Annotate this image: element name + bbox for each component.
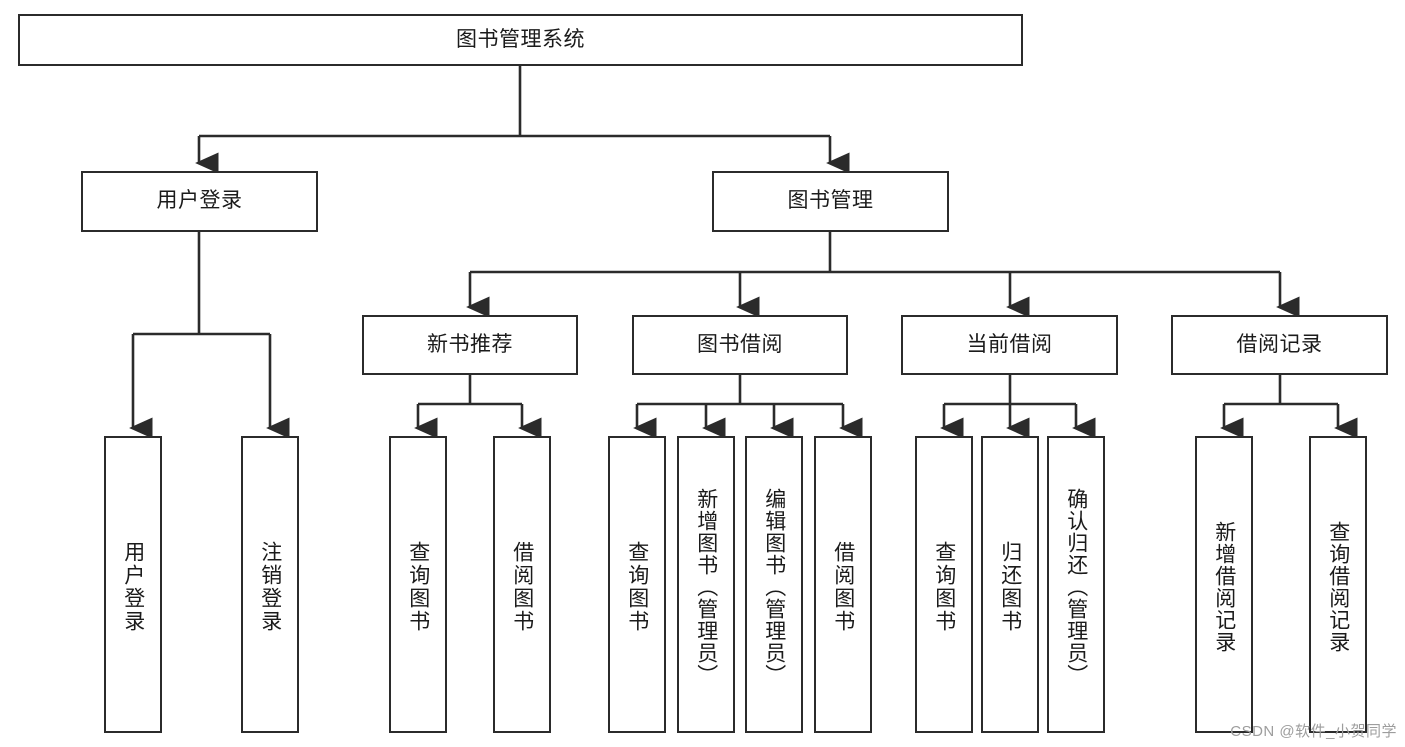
node-borrow-record-label: 借阅记录	[1236, 332, 1323, 356]
node-new-book-recommend[interactable]: 新书推荐	[362, 315, 578, 375]
leaf-bb-query-book-label: 查询图书	[625, 540, 649, 633]
leaf-bb-borrow-book-label: 借阅图书	[831, 540, 855, 633]
leaf-nb-borrow-book[interactable]: 借阅图书	[493, 436, 551, 733]
node-borrow-record[interactable]: 借阅记录	[1171, 315, 1388, 375]
leaf-bb-borrow-book[interactable]: 借阅图书	[814, 436, 872, 733]
leaf-user-login-label: 用户登录	[121, 540, 145, 633]
leaf-br-add-record-label: 新增借阅记录	[1212, 520, 1236, 653]
watermark-text: CSDN @软件_小贺同学	[1230, 723, 1397, 740]
leaf-logout-label: 注销登录	[258, 540, 282, 633]
leaf-bb-query-book[interactable]: 查询图书	[608, 436, 666, 733]
leaf-cb-return-book[interactable]: 归还图书	[981, 436, 1039, 733]
leaf-nb-query-book[interactable]: 查询图书	[389, 436, 447, 733]
node-user-login-label: 用户登录	[156, 189, 243, 213]
leaf-br-query-record-label: 查询借阅记录	[1326, 520, 1350, 653]
leaf-cb-query-book[interactable]: 查询图书	[915, 436, 973, 733]
leaf-cb-return-book-label: 归还图书	[998, 540, 1022, 633]
leaf-bb-add-book[interactable]: 新增图书（管理员）	[677, 436, 735, 733]
leaf-nb-borrow-book-label: 借阅图书	[510, 540, 534, 633]
leaf-br-query-record[interactable]: 查询借阅记录	[1309, 436, 1367, 733]
node-current-borrow-label: 当前借阅	[966, 332, 1053, 356]
node-book-borrow-label: 图书借阅	[697, 332, 783, 356]
leaf-user-login[interactable]: 用户登录	[104, 436, 162, 733]
leaf-br-add-record[interactable]: 新增借阅记录	[1195, 436, 1253, 733]
node-new-book-recommend-label: 新书推荐	[427, 332, 513, 356]
node-book-manage-label: 图书管理	[787, 189, 874, 213]
node-book-borrow[interactable]: 图书借阅	[632, 315, 848, 375]
node-root-system[interactable]: 图书管理系统	[18, 14, 1023, 66]
node-root-system-label: 图书管理系统	[456, 27, 585, 51]
node-user-login[interactable]: 用户登录	[81, 171, 318, 232]
leaf-cb-confirm-return[interactable]: 确认归还（管理员）	[1047, 436, 1105, 733]
leaf-cb-query-book-label: 查询图书	[932, 540, 956, 633]
leaf-logout[interactable]: 注销登录	[241, 436, 299, 733]
node-current-borrow[interactable]: 当前借阅	[901, 315, 1118, 375]
leaf-bb-edit-book[interactable]: 编辑图书（管理员）	[745, 436, 803, 733]
leaf-nb-query-book-label: 查询图书	[406, 540, 430, 633]
leaf-bb-edit-book-label: 编辑图书（管理员）	[762, 487, 786, 686]
leaf-cb-confirm-return-label: 确认归还（管理员）	[1064, 487, 1088, 686]
leaf-bb-add-book-label: 新增图书（管理员）	[694, 487, 718, 686]
node-book-manage[interactable]: 图书管理	[712, 171, 949, 232]
